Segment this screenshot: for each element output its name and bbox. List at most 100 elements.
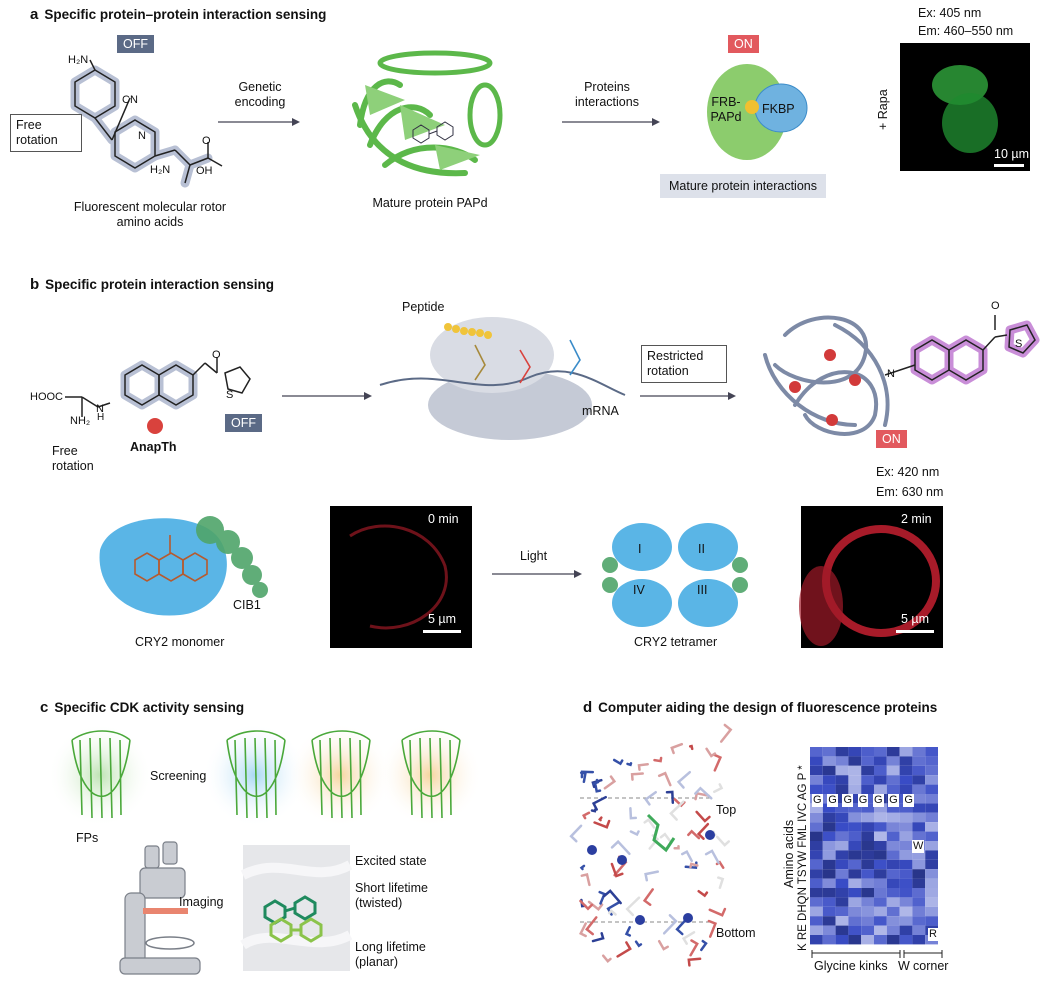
off-tag: OFF <box>117 35 154 53</box>
heatmap-cell <box>899 916 913 926</box>
heatmap-cell <box>912 784 926 794</box>
scale-bar-a <box>994 164 1024 167</box>
heatmap-cell <box>835 925 849 935</box>
barrel-stick <box>629 830 640 837</box>
chem-label-cn: CN <box>122 94 138 106</box>
heatmap-cell <box>874 747 887 757</box>
heatmap-cell <box>886 841 900 851</box>
heatmap-cell <box>861 906 874 917</box>
heatmap-cell <box>899 765 913 776</box>
heatmap-cell <box>848 756 862 766</box>
heatmap-cell <box>848 765 862 776</box>
heatmap-cell <box>912 897 926 907</box>
heatmap-cell <box>899 812 913 823</box>
heatmap-cell <box>848 822 862 832</box>
heatmap-cell <box>886 765 900 776</box>
heatmap-cell <box>835 803 849 813</box>
heatmap-cell <box>874 888 887 898</box>
cry2-monomer-label: CRY2 monomer <box>135 635 225 649</box>
heatmap-cell <box>912 859 926 870</box>
barrel-stick <box>629 807 638 820</box>
mrna-label: mRNA <box>582 404 619 418</box>
chem-label-o: O <box>202 135 211 147</box>
barrel-stick <box>592 778 600 786</box>
barrel-stick <box>637 762 649 771</box>
heatmap-cell <box>925 916 938 926</box>
heatmap-cell <box>822 916 836 926</box>
barrel-stick <box>602 889 622 905</box>
heatmap-cell <box>912 794 926 804</box>
barrel-stick <box>593 819 611 829</box>
heatmap-cell <box>848 869 862 879</box>
arrow-label-protein-interactions: Proteins interactions <box>575 80 639 109</box>
rapa-label: + Rapa <box>876 89 890 130</box>
heatmap-cell <box>848 784 862 794</box>
heatmap-cell <box>861 897 874 907</box>
peptide-label: Peptide <box>402 300 445 314</box>
arrow-label-genetic-encoding: Genetic encoding <box>234 80 286 109</box>
heatmap-cell <box>822 841 836 851</box>
chem-label-n-b: N <box>96 403 104 415</box>
heatmap-cell <box>861 812 874 823</box>
barrel-stick <box>707 919 718 938</box>
heatmap-cell <box>822 925 836 935</box>
heatmap-cell <box>822 850 836 860</box>
frb-fkbp-complex <box>707 64 808 160</box>
heatmap-cell <box>925 841 938 851</box>
heatmap-cell <box>848 859 862 870</box>
heatmap-cell <box>874 869 887 879</box>
heatmap-x-brackets <box>811 950 943 958</box>
barrel-stick <box>662 914 678 935</box>
heatmap-cell <box>925 747 938 757</box>
heatmap-cell <box>861 869 874 879</box>
heatmap-cell <box>822 935 836 945</box>
heatmap-cell <box>861 775 874 785</box>
barrel-stick <box>676 770 692 789</box>
heatmap-cell <box>835 747 849 757</box>
heatmap-cell <box>925 859 938 870</box>
heatmap-cell <box>810 850 823 860</box>
top-label: Top <box>716 803 737 817</box>
barrel-stick <box>594 783 602 793</box>
heatmap-cell <box>848 831 862 841</box>
heatmap-cell <box>810 925 823 935</box>
heatmap-cell <box>912 888 926 898</box>
heatmap-cell <box>861 841 874 851</box>
chem-label-o-rotor: O <box>991 300 1000 312</box>
heatmap-cell <box>822 869 836 879</box>
g-label-5: G <box>872 794 884 807</box>
heatmap-cell <box>874 935 887 945</box>
barrel-stick <box>590 808 597 813</box>
heatmap-cell <box>810 869 823 879</box>
tetramer-label-3: III <box>697 583 708 597</box>
barrel-stick <box>712 753 723 772</box>
heatmap-cell <box>848 897 862 907</box>
w-mark: W <box>912 840 925 853</box>
heatmap-cell <box>822 803 836 813</box>
heatmap-cell <box>835 794 849 804</box>
heatmap-cell <box>835 841 849 851</box>
chem-label-h2n-top: H₂N <box>68 54 89 66</box>
barrel-stick <box>695 810 711 823</box>
heatmap-cell <box>886 756 900 766</box>
heatmap-cell <box>899 831 913 841</box>
cry2-tetramer-illustration <box>602 523 748 627</box>
heatmap-cell <box>925 897 938 907</box>
heatmap-cell <box>861 850 874 860</box>
barrel-stick <box>642 888 654 906</box>
barrel-stick-model <box>569 723 733 967</box>
barrel-stick <box>601 954 612 963</box>
heatmap-cell <box>835 850 849 860</box>
heatmap-cell <box>925 784 938 794</box>
heatmap-cell <box>822 812 836 823</box>
barrel-stick <box>689 939 699 957</box>
chem-label-s-b: S <box>226 389 234 401</box>
heatmap-cell <box>861 878 874 888</box>
heatmap-cell <box>810 784 823 794</box>
barrel-stick <box>569 824 583 843</box>
chem-label-nh2-b: NH₂ <box>70 415 91 427</box>
x-group-glycine-kinks: Glycine kinks <box>814 959 888 973</box>
barrel-stick <box>696 822 710 840</box>
heatmap-cell <box>822 822 836 832</box>
